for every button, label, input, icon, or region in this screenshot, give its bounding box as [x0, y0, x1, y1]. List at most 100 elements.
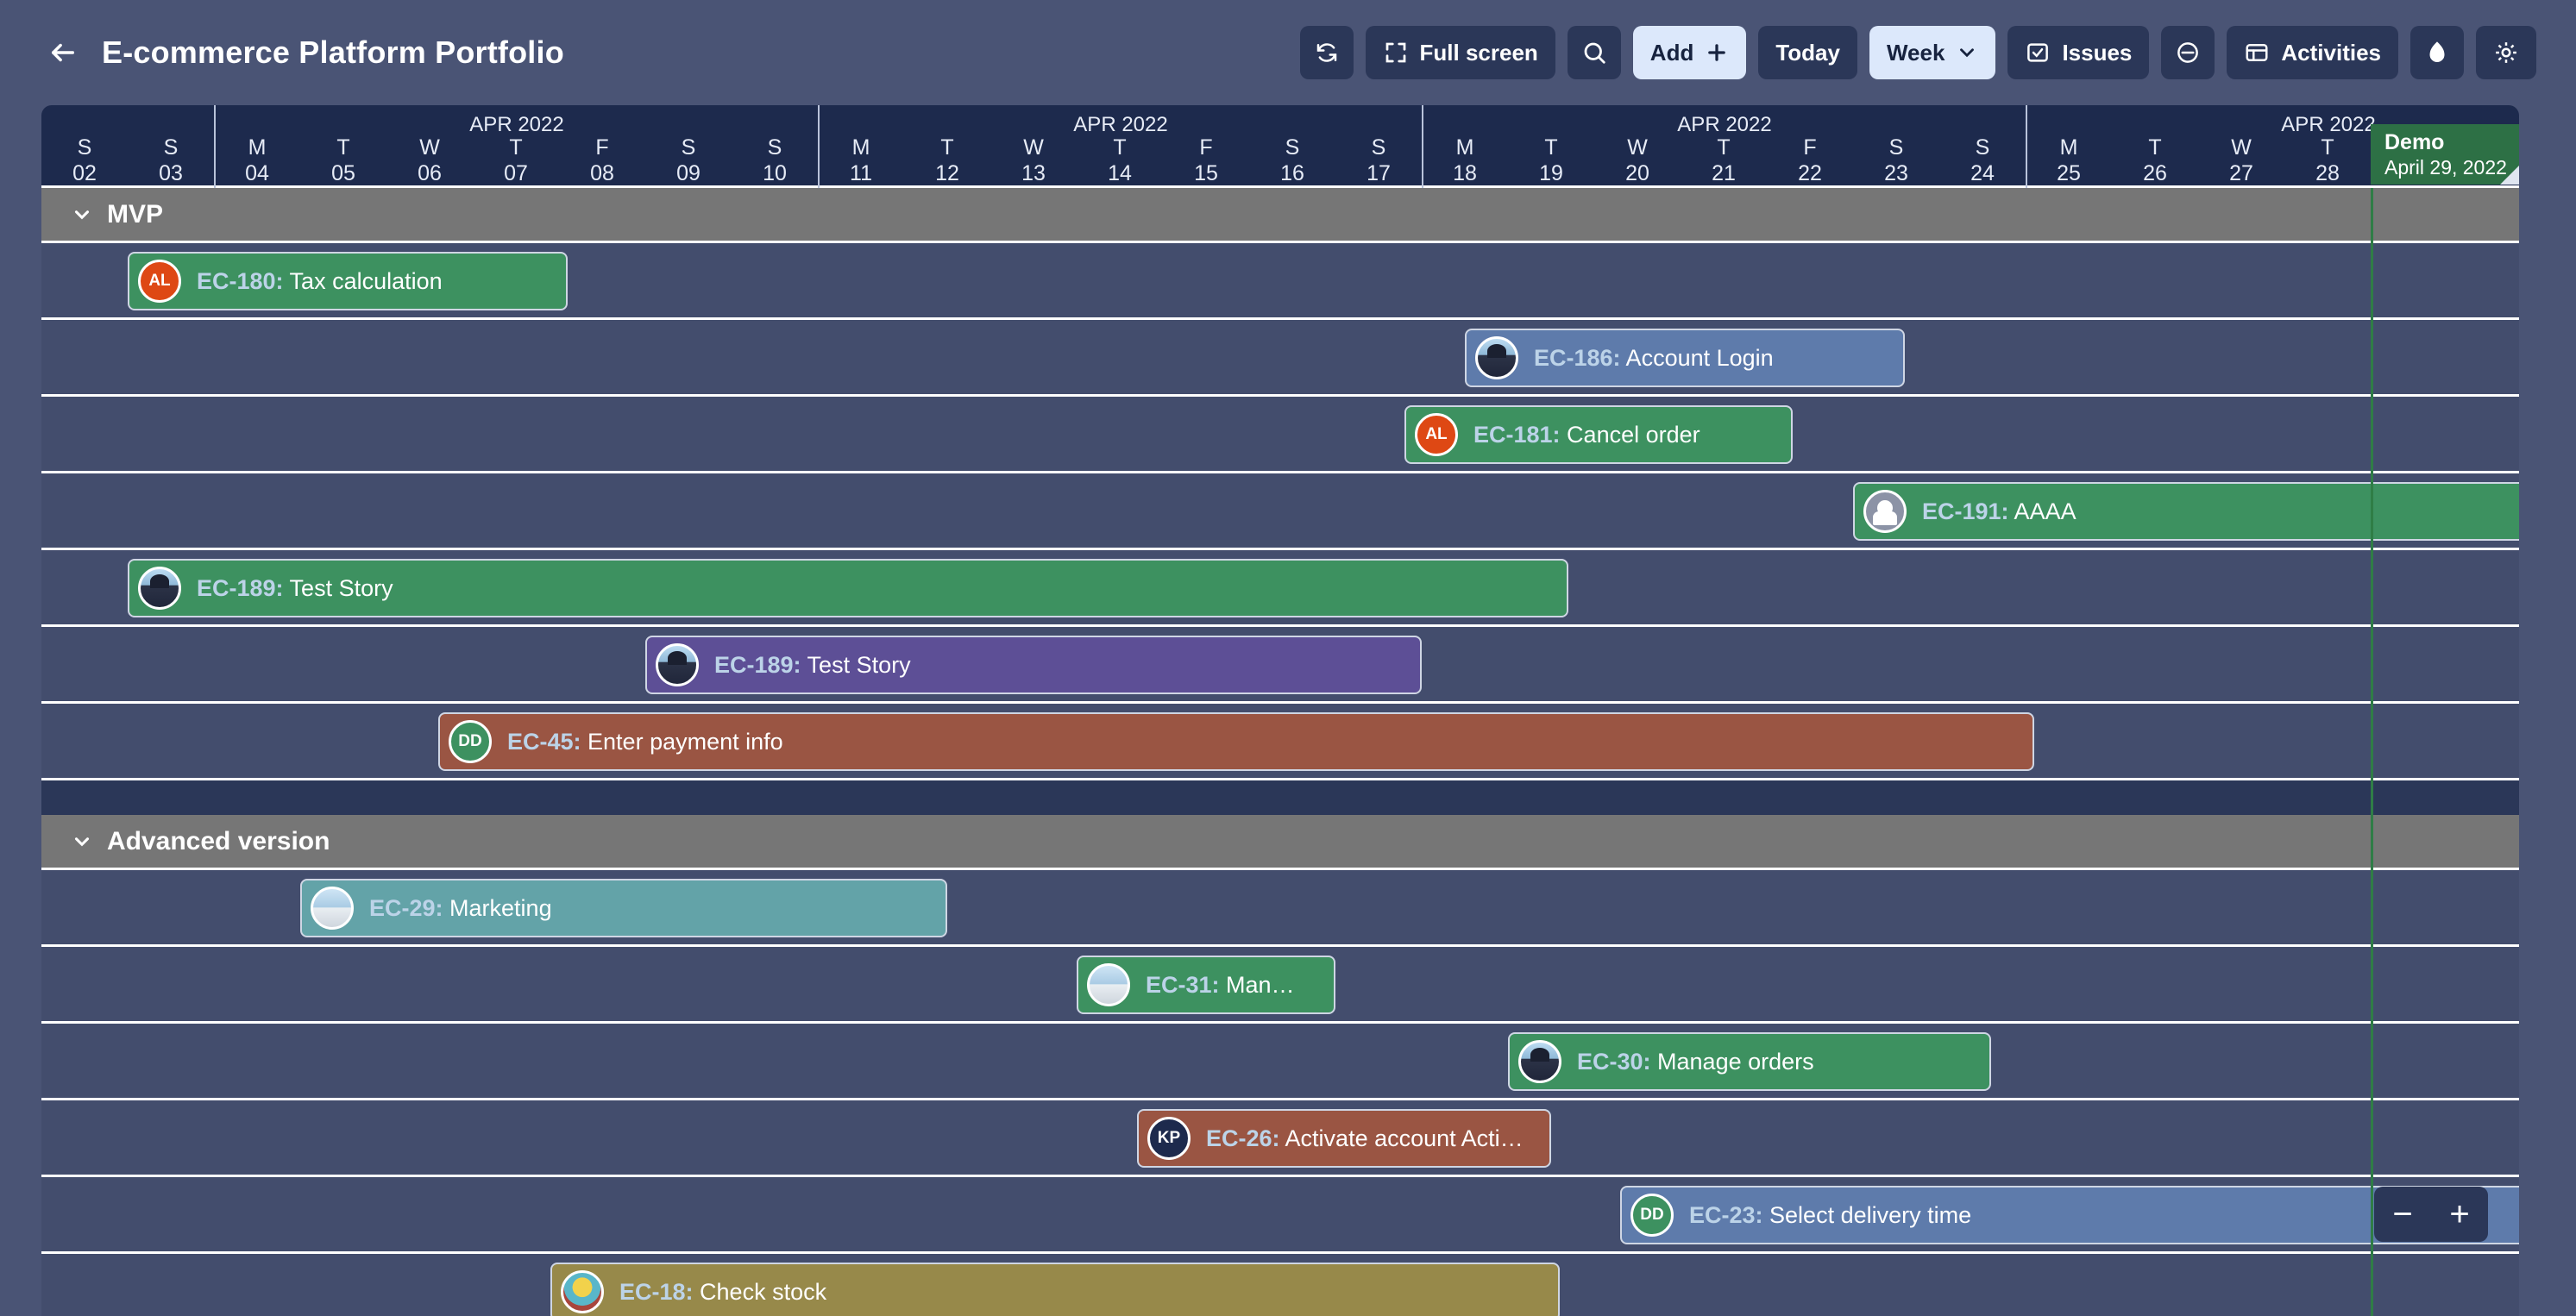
timeline-day-number: 25 — [2057, 161, 2081, 185]
issues-button[interactable]: Issues — [2007, 26, 2150, 79]
gantt-bar-label: EC-181: Cancel order — [1473, 422, 1700, 448]
issue-key: EC-189: — [197, 574, 284, 601]
timeline-day-of-week: T — [2148, 135, 2162, 160]
group-header-mvp[interactable]: MVP — [41, 188, 2519, 243]
gantt-bar-ec-29-1-0[interactable]: EC-29: Marketing — [300, 879, 947, 937]
gantt-bar-ec-189-0-4[interactable]: EC-189: Test Story — [128, 559, 1568, 617]
bell-icon — [2429, 41, 2445, 62]
gantt-bar-label: EC-189: Test Story — [197, 575, 393, 602]
gear-icon — [2496, 42, 2516, 63]
timeline-day-of-week: S — [1371, 135, 1386, 160]
task-row: DD EC-45: Enter payment info — [41, 704, 2519, 780]
issue-key: EC-45: — [507, 728, 581, 755]
filter-button[interactable] — [2161, 26, 2215, 79]
gantt-bar-ec-186-0-1[interactable]: EC-186: Account Login — [1465, 329, 1905, 387]
issue-key: EC-189: — [714, 651, 801, 678]
timeline-day-number: 08 — [590, 161, 614, 185]
issue-key: EC-30: — [1577, 1048, 1651, 1075]
timeline-day-of-week: S — [767, 135, 782, 160]
today-label: Today — [1775, 39, 1840, 66]
timeline-day-number: 06 — [418, 161, 442, 185]
gantt-bar-ec-30-1-2[interactable]: EC-30: Manage orders — [1508, 1032, 1991, 1091]
add-button[interactable]: Add — [1632, 26, 1747, 79]
avatar — [1475, 336, 1518, 379]
timeline-day-of-week: F — [595, 135, 609, 160]
gantt-bar-label: EC-45: Enter payment info — [507, 729, 783, 755]
gantt-bar-ec-18-1-5[interactable]: EC-18: Check stock — [550, 1263, 1560, 1316]
issue-title: Activate account Acti… — [1279, 1125, 1524, 1151]
group-label: Advanced version — [71, 827, 330, 856]
page-title: E-commerce Platform Portfolio — [102, 34, 564, 70]
timeline-day-of-week: T — [336, 135, 350, 160]
zoom-out-button[interactable]: − — [2392, 1194, 2413, 1233]
timeline-day-number: 24 — [1970, 161, 1995, 185]
issue-title: Select delivery time — [1762, 1201, 1972, 1228]
timeline-month-label: APR 2022 — [1422, 105, 2026, 188]
back-button[interactable] — [43, 33, 83, 72]
timeline-day-number: 14 — [1108, 161, 1132, 185]
zoom-in-button[interactable]: + — [2449, 1194, 2470, 1233]
search-button[interactable] — [1567, 26, 1621, 79]
avatar — [1087, 963, 1130, 1006]
scale-select[interactable]: Week — [1869, 26, 1996, 79]
refresh-button[interactable] — [1299, 26, 1354, 79]
chevron-down-icon[interactable] — [71, 830, 93, 853]
today-button[interactable]: Today — [1758, 26, 1857, 79]
gantt-bar-ec-191-0-3[interactable]: EC-191: AAAA — [1853, 482, 2519, 541]
issue-title: Manage orders — [1650, 1048, 1814, 1075]
gantt-bar-label: EC-18: Check stock — [619, 1279, 826, 1306]
timeline-day-number: 13 — [1021, 161, 1046, 185]
timeline-day-of-week: S — [1975, 135, 1990, 160]
calendar-icon — [2246, 44, 2268, 61]
gantt-bar-ec-31-1-1[interactable]: EC-31: Man… — [1077, 956, 1335, 1014]
avatar — [561, 1270, 604, 1313]
activities-label: Activities — [2281, 39, 2381, 66]
task-row: EC-186: Account Login — [41, 320, 2519, 397]
group-spacer-row — [41, 780, 2519, 815]
avatar — [1518, 1040, 1561, 1083]
gantt-bar-label: EC-23: Select delivery time — [1689, 1202, 1971, 1229]
settings-button[interactable] — [2476, 26, 2536, 79]
task-row: EC-189: Test Story — [41, 627, 2519, 704]
zoom-controls[interactable]: − + — [2374, 1187, 2488, 1242]
avatar: DD — [449, 720, 492, 763]
gantt-bar-ec-189-0-5[interactable]: EC-189: Test Story — [645, 636, 1422, 694]
fullscreen-button[interactable]: Full screen — [1365, 26, 1555, 79]
gantt-bar-ec-45-0-6[interactable]: DD EC-45: Enter payment info — [438, 712, 2034, 771]
plus-icon — [1708, 44, 1726, 61]
task-row: EC-18: Check stock — [41, 1254, 2519, 1316]
issue-title: Test Story — [801, 651, 911, 678]
alerts-button[interactable] — [2410, 26, 2464, 79]
group-header-advanced-version[interactable]: Advanced version — [41, 815, 2519, 870]
issue-title: Marketing — [443, 894, 552, 921]
timeline-day-number: 22 — [1798, 161, 1822, 185]
activities-button[interactable]: Activities — [2227, 26, 2398, 79]
avatar — [656, 643, 699, 686]
timeline-day-number: 04 — [245, 161, 269, 185]
timeline-day-number: 28 — [2315, 161, 2340, 185]
gantt-bar-label: EC-29: Marketing — [369, 895, 552, 922]
search-icon — [1584, 42, 1605, 64]
chevron-down-icon[interactable] — [71, 204, 93, 226]
timeline-day-of-week: W — [419, 135, 440, 160]
timeline-day-of-week: S — [163, 135, 179, 160]
